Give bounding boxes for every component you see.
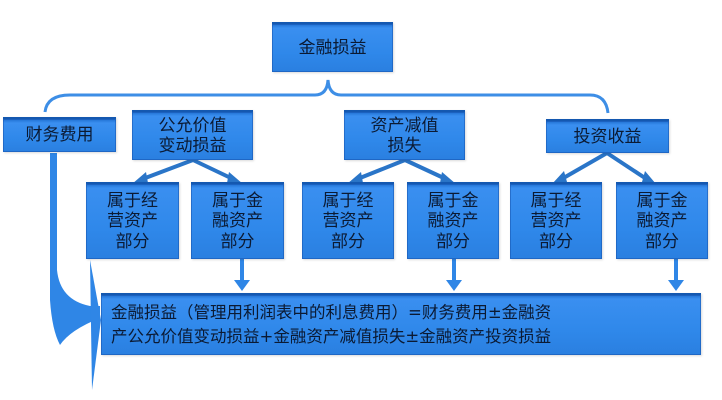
arrow-ii-left [559,151,608,182]
formula-box: 金融损益（管理用利润表中的利息费用）=财务费用±金融资 产公允价值变动损益+金融… [101,293,701,355]
arrow-fv-right [192,158,236,182]
category-label: 公允价值 变动损益 [158,115,227,156]
sub-node-label: 属于金 融资产 部分 [427,190,479,252]
category-fair-value-change: 公允价值 变动损益 [132,110,253,160]
category-label: 资产减值 损失 [370,115,439,156]
arrow-ii-right [605,151,650,182]
sub-node-label: 属于经 营资产 部分 [322,190,374,252]
category-label: 投资收益 [573,126,642,147]
sub-node: 属于经 营资产 部分 [86,182,179,259]
category-asset-impairment: 资产减值 损失 [344,110,465,160]
arrow-fv-left [139,158,194,182]
sub-node: 属于金 融资产 部分 [407,182,499,259]
category-investment-income: 投资收益 [546,119,669,153]
formula-line-1: 金融损益（管理用利润表中的利息费用）=财务费用±金融资 [111,303,552,323]
arrow-ai-left [354,158,406,182]
category-label: 财务费用 [25,125,94,146]
sub-node: 属于金 融资产 部分 [191,182,284,259]
down-arrows [234,258,684,291]
financial-expense-arrow-tail [90,260,101,390]
sub-node: 属于金 融资产 部分 [616,182,708,259]
sub-node: 属于经 营资产 部分 [510,182,602,259]
sub-node-label: 属于金 融资产 部分 [636,190,688,252]
formula-line-2: 产公允价值变动损益+金融资产减值损失±金融资产投资损益 [111,327,552,346]
split-arrowheads [132,171,656,184]
sub-node: 属于经 营资产 部分 [302,182,394,259]
sub-node-label: 属于经 营资产 部分 [107,190,158,252]
arrow-ai-right [404,158,449,182]
category-financial-expense: 财务费用 [3,117,116,152]
root-label: 金融损益 [298,37,367,58]
split-arrows [139,151,650,182]
root-node: 金融损益 [272,22,393,72]
sub-node-label: 属于经 营资产 部分 [530,190,582,252]
sub-node-label: 属于金 融资产 部分 [212,190,263,252]
brace-connector [43,79,610,114]
financial-expense-arrow [50,153,100,345]
